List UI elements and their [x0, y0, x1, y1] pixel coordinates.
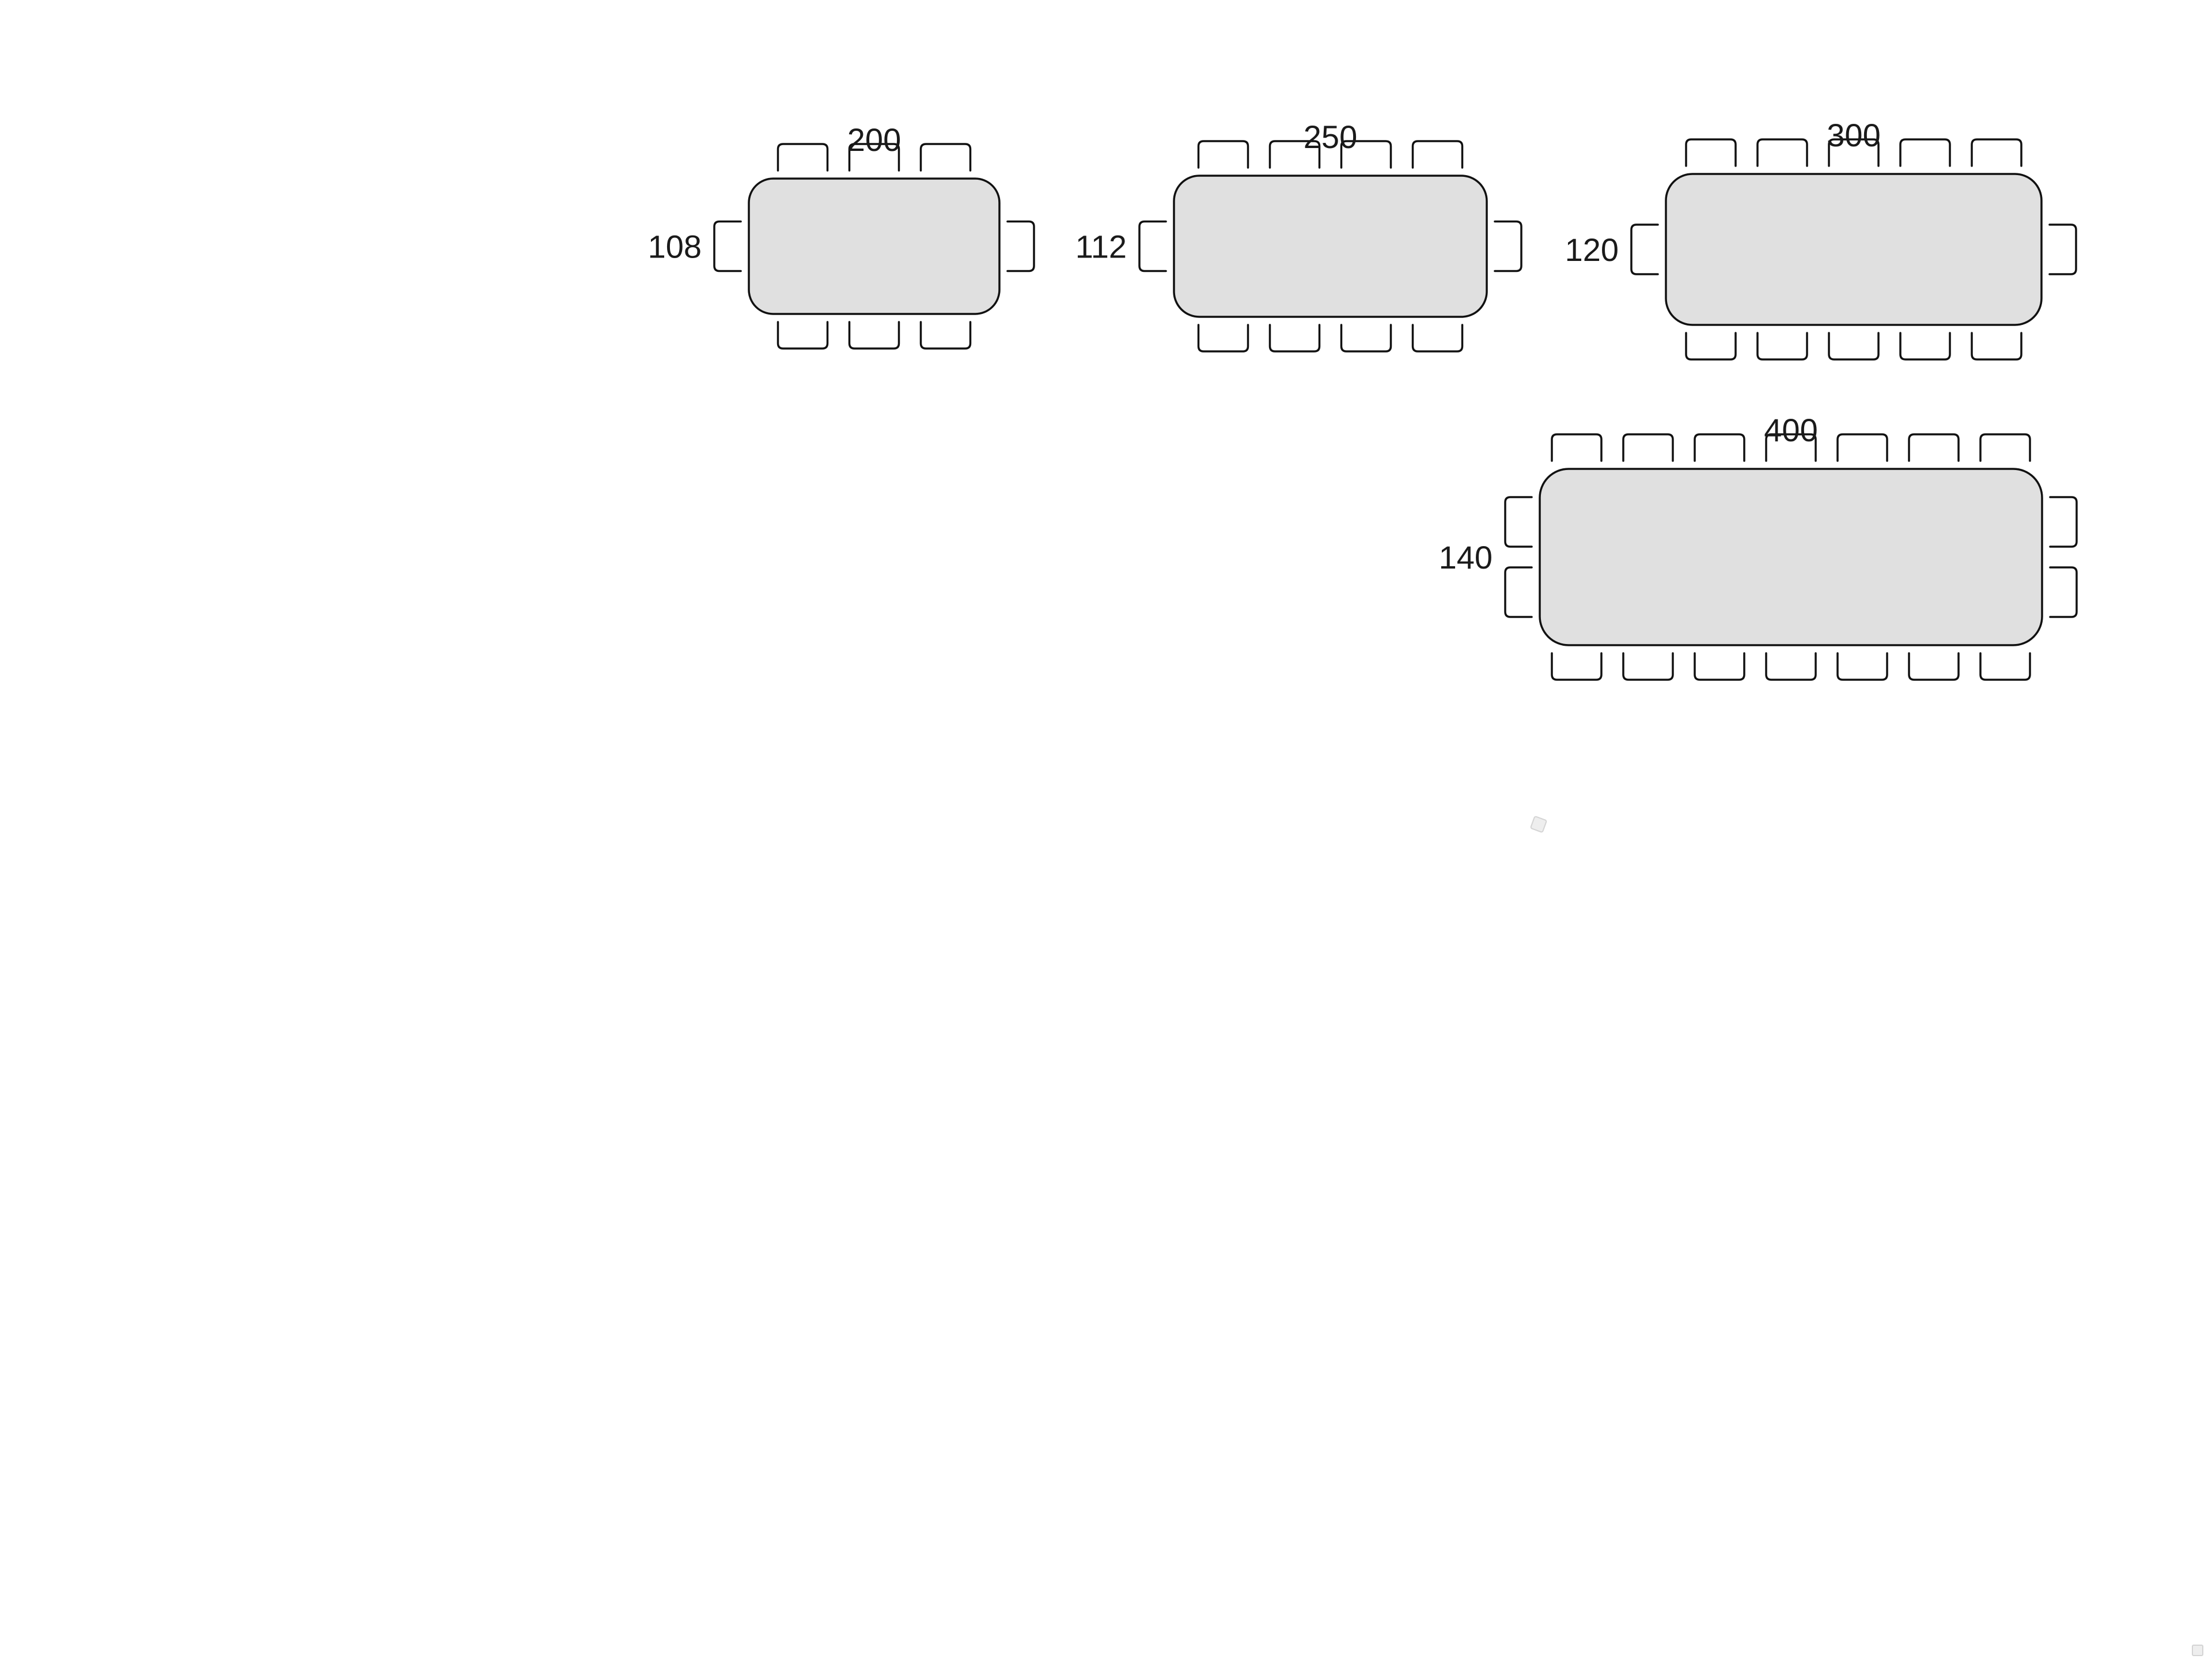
width-label: 112: [1075, 229, 1127, 265]
chair-top: [919, 143, 972, 172]
chair-bottom: [1622, 652, 1674, 681]
chair-bottom: [1756, 332, 1808, 361]
chair-top: [1765, 433, 1817, 462]
chair-bottom: [1765, 652, 1817, 681]
chair-left: [1504, 496, 1533, 548]
chair-bottom: [1899, 332, 1951, 361]
chair-bottom: [1340, 324, 1392, 353]
chair-top: [1971, 138, 2022, 167]
chair-right: [1006, 220, 1035, 272]
chair-top: [1685, 138, 1737, 167]
chair-top: [1979, 433, 2031, 462]
chair-top: [1899, 138, 1951, 167]
chair-top: [1836, 433, 1888, 462]
chair-left: [1630, 224, 1659, 275]
chair-top: [1340, 140, 1392, 169]
length-label: 250: [1304, 119, 1357, 155]
length-label: 400: [1764, 412, 1817, 448]
table-group-250: 250 112: [1075, 119, 1522, 353]
length-label: 200: [847, 122, 901, 158]
chair-left: [1504, 566, 1533, 618]
width-label: 120: [1565, 232, 1619, 268]
chair-bottom: [1685, 332, 1737, 361]
table-group-200: 200 108: [648, 122, 1035, 350]
chair-top: [1756, 138, 1808, 167]
chair-bottom: [1828, 332, 1880, 361]
chair-left: [1138, 220, 1167, 272]
chair-bottom: [1971, 332, 2022, 361]
chair-top: [1411, 140, 1464, 169]
chair-top: [1828, 138, 1880, 167]
chair-bottom: [1979, 652, 2031, 681]
chair-bottom: [1411, 324, 1464, 353]
table-group-300: 300 120: [1565, 117, 2077, 361]
chair-top: [1551, 433, 1603, 462]
chair-top: [777, 143, 829, 172]
table-top: [1539, 468, 2043, 646]
chair-top: [1622, 433, 1674, 462]
chair-bottom: [1836, 652, 1888, 681]
chair-bottom: [1268, 324, 1321, 353]
chair-top: [1694, 433, 1745, 462]
chair-right: [2049, 496, 2078, 548]
table-group-400: 400 140: [1439, 412, 2078, 681]
small-watermark-mark: [1530, 816, 1547, 833]
table-top: [1665, 173, 2043, 326]
chair-right: [2048, 224, 2077, 275]
chair-bottom: [777, 321, 829, 350]
chair-left: [713, 220, 742, 272]
chair-bottom: [1551, 652, 1603, 681]
tables-layer: 200 108 250 112 300 120 400 140: [648, 117, 2078, 681]
corner-mark: [2192, 1645, 2203, 1656]
width-label: 140: [1439, 539, 1493, 575]
table-top: [1173, 175, 1488, 318]
chair-bottom: [1694, 652, 1745, 681]
chair-right: [1494, 220, 1522, 272]
chair-bottom: [1197, 324, 1249, 353]
chair-right: [2049, 566, 2078, 618]
chair-bottom: [1908, 652, 1960, 681]
table-top: [748, 177, 1001, 315]
width-label: 108: [648, 229, 702, 265]
chair-top: [1197, 140, 1249, 169]
chair-top: [1268, 140, 1321, 169]
chair-top: [848, 143, 900, 172]
chair-top: [1908, 433, 1960, 462]
chair-bottom: [848, 321, 900, 350]
chair-bottom: [919, 321, 972, 350]
length-label: 300: [1827, 117, 1880, 153]
